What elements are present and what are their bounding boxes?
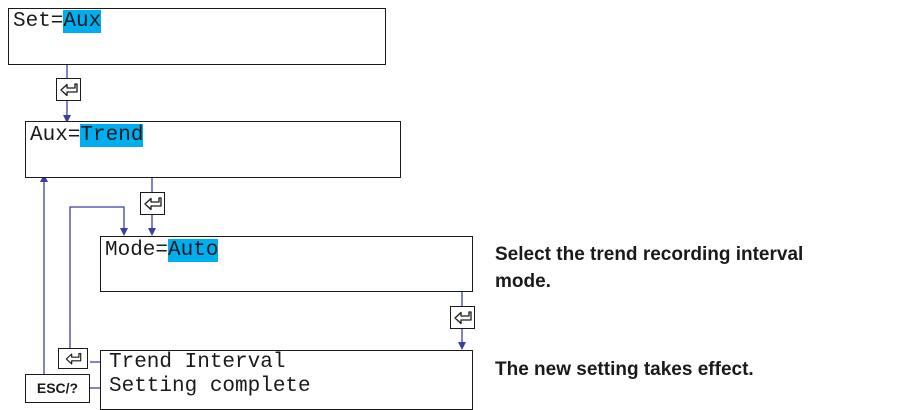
lcd-screen-setting-complete: Trend Interval Setting complete	[100, 350, 473, 410]
enter-key-icon	[56, 78, 81, 101]
enter-key-icon	[450, 306, 475, 329]
lcd-line: Set=Aux	[13, 10, 102, 33]
note-select-mode-line2: mode.	[495, 271, 551, 292]
lcd-selected-value: Auto	[168, 239, 219, 262]
lcd-line-2: Setting complete	[109, 375, 311, 398]
lcd-screen-mode: Mode=Auto	[100, 236, 473, 292]
note-select-mode: Select the trend recording interval mode…	[495, 241, 899, 295]
lcd-line: Aux=Trend	[30, 124, 144, 147]
note-setting-takes-effect: The new setting takes effect.	[495, 359, 754, 380]
lcd-label: Set=	[13, 10, 64, 33]
enter-key-icon	[140, 192, 165, 215]
lcd-selected-value: Trend	[80, 124, 144, 147]
lcd-label: Mode=	[105, 239, 169, 262]
lcd-selected-value: Aux	[63, 10, 102, 33]
lcd-line-1: Trend Interval	[109, 351, 286, 374]
enter-key-icon	[58, 348, 88, 369]
lcd-screen-set: Set=Aux	[8, 8, 386, 65]
esc-key: ESC/?	[25, 374, 90, 403]
note-select-mode-line1: Select the trend recording interval	[495, 244, 804, 265]
lcd-screen-aux: Aux=Trend	[25, 121, 401, 178]
lcd-label: Aux=	[30, 124, 81, 147]
arrow-done-back-to-mode	[69, 206, 128, 345]
lcd-line: Mode=Auto	[105, 239, 219, 262]
